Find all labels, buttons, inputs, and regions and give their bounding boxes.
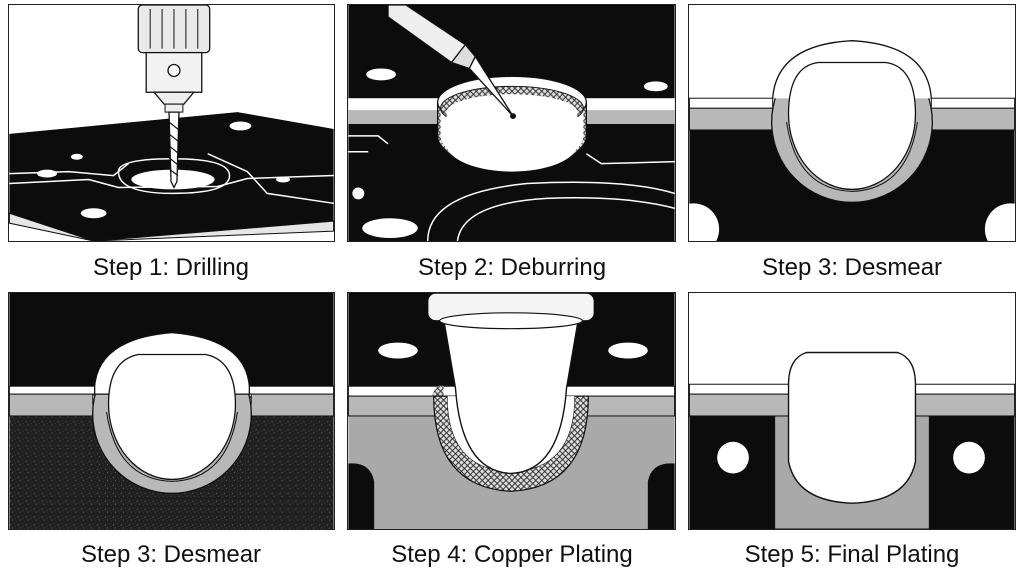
caption-step-5: Step 5: Final Plating [744, 541, 960, 568]
caption-step-2: Step 2: Deburring [417, 254, 607, 281]
deburred-hole [436, 75, 588, 172]
panel-desmear-bottom [8, 292, 335, 530]
panel-final-plating [688, 292, 1016, 530]
desmear-top-illustration [689, 5, 1015, 241]
panel-desmear-top [688, 4, 1016, 242]
caption-step-1: Step 1: Drilling [92, 254, 250, 281]
deburring-tool-icon [387, 5, 516, 120]
panel-drilling [8, 4, 335, 242]
copper-plating-illustration [348, 293, 675, 529]
deburring-illustration [348, 5, 675, 241]
drill-icon [137, 5, 211, 189]
hole-cavity [107, 353, 237, 480]
desmear-bottom-illustration [9, 293, 334, 529]
final-hole [787, 351, 917, 504]
drilling-illustration [9, 5, 334, 241]
caption-step-3-top: Step 3: Desmear [761, 254, 943, 281]
panel-copper-plating [347, 292, 676, 530]
caption-step-3-bottom: Step 3: Desmear [80, 541, 262, 568]
final-plating-illustration [689, 351, 1015, 529]
caption-step-4: Step 4: Copper Plating [391, 541, 633, 568]
plating-tube-icon [427, 293, 595, 475]
panel-deburring [347, 4, 676, 242]
